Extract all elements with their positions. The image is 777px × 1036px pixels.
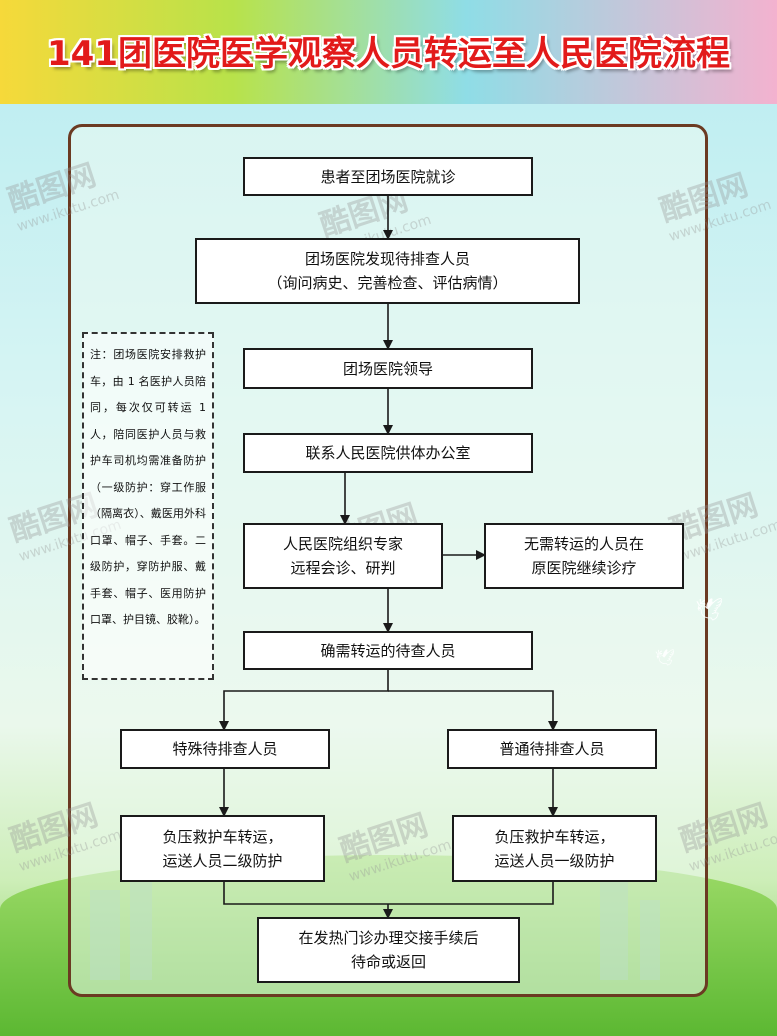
dove-icon: 🕊 <box>695 598 723 623</box>
arrow-n7-n8 <box>219 670 389 731</box>
protection-note: 注：团场医院安排救护车，由 1 名医护人员陪同，每次仅可转运 1 人，陪同医护人… <box>82 332 214 680</box>
node-leadership: 团场医院领导 <box>243 348 533 389</box>
node-contact-office: 联系人民医院供体办公室 <box>243 433 533 473</box>
dove-icon: 🕊 <box>655 648 676 667</box>
node-clinic-visit: 患者至团场医院就诊 <box>243 157 533 196</box>
merge-line <box>223 882 554 905</box>
node-level1-protection: 负压救护车转运，运送人员一级防护 <box>452 815 657 882</box>
node-confirmed-transfer: 确需转运的待查人员 <box>243 631 533 670</box>
node-handover: 在发热门诊办理交接手续后待命或返回 <box>257 917 520 983</box>
title-band <box>0 0 777 104</box>
page-title: 141团医院医学观察人员转运至人民医院流程 <box>47 34 730 74</box>
node-special-suspects: 特殊待排查人员 <box>120 729 330 769</box>
arrow-n7-n9 <box>388 690 558 731</box>
node-no-transfer: 无需转运的人员在原医院继续诊疗 <box>484 523 684 589</box>
node-find-suspects: 团场医院发现待排查人员（询问病史、完善检查、评估病情） <box>195 238 580 304</box>
node-normal-suspects: 普通待排查人员 <box>447 729 657 769</box>
node-remote-consultation: 人民医院组织专家远程会诊、研判 <box>243 523 443 589</box>
node-level2-protection: 负压救护车转运，运送人员二级防护 <box>120 815 325 882</box>
